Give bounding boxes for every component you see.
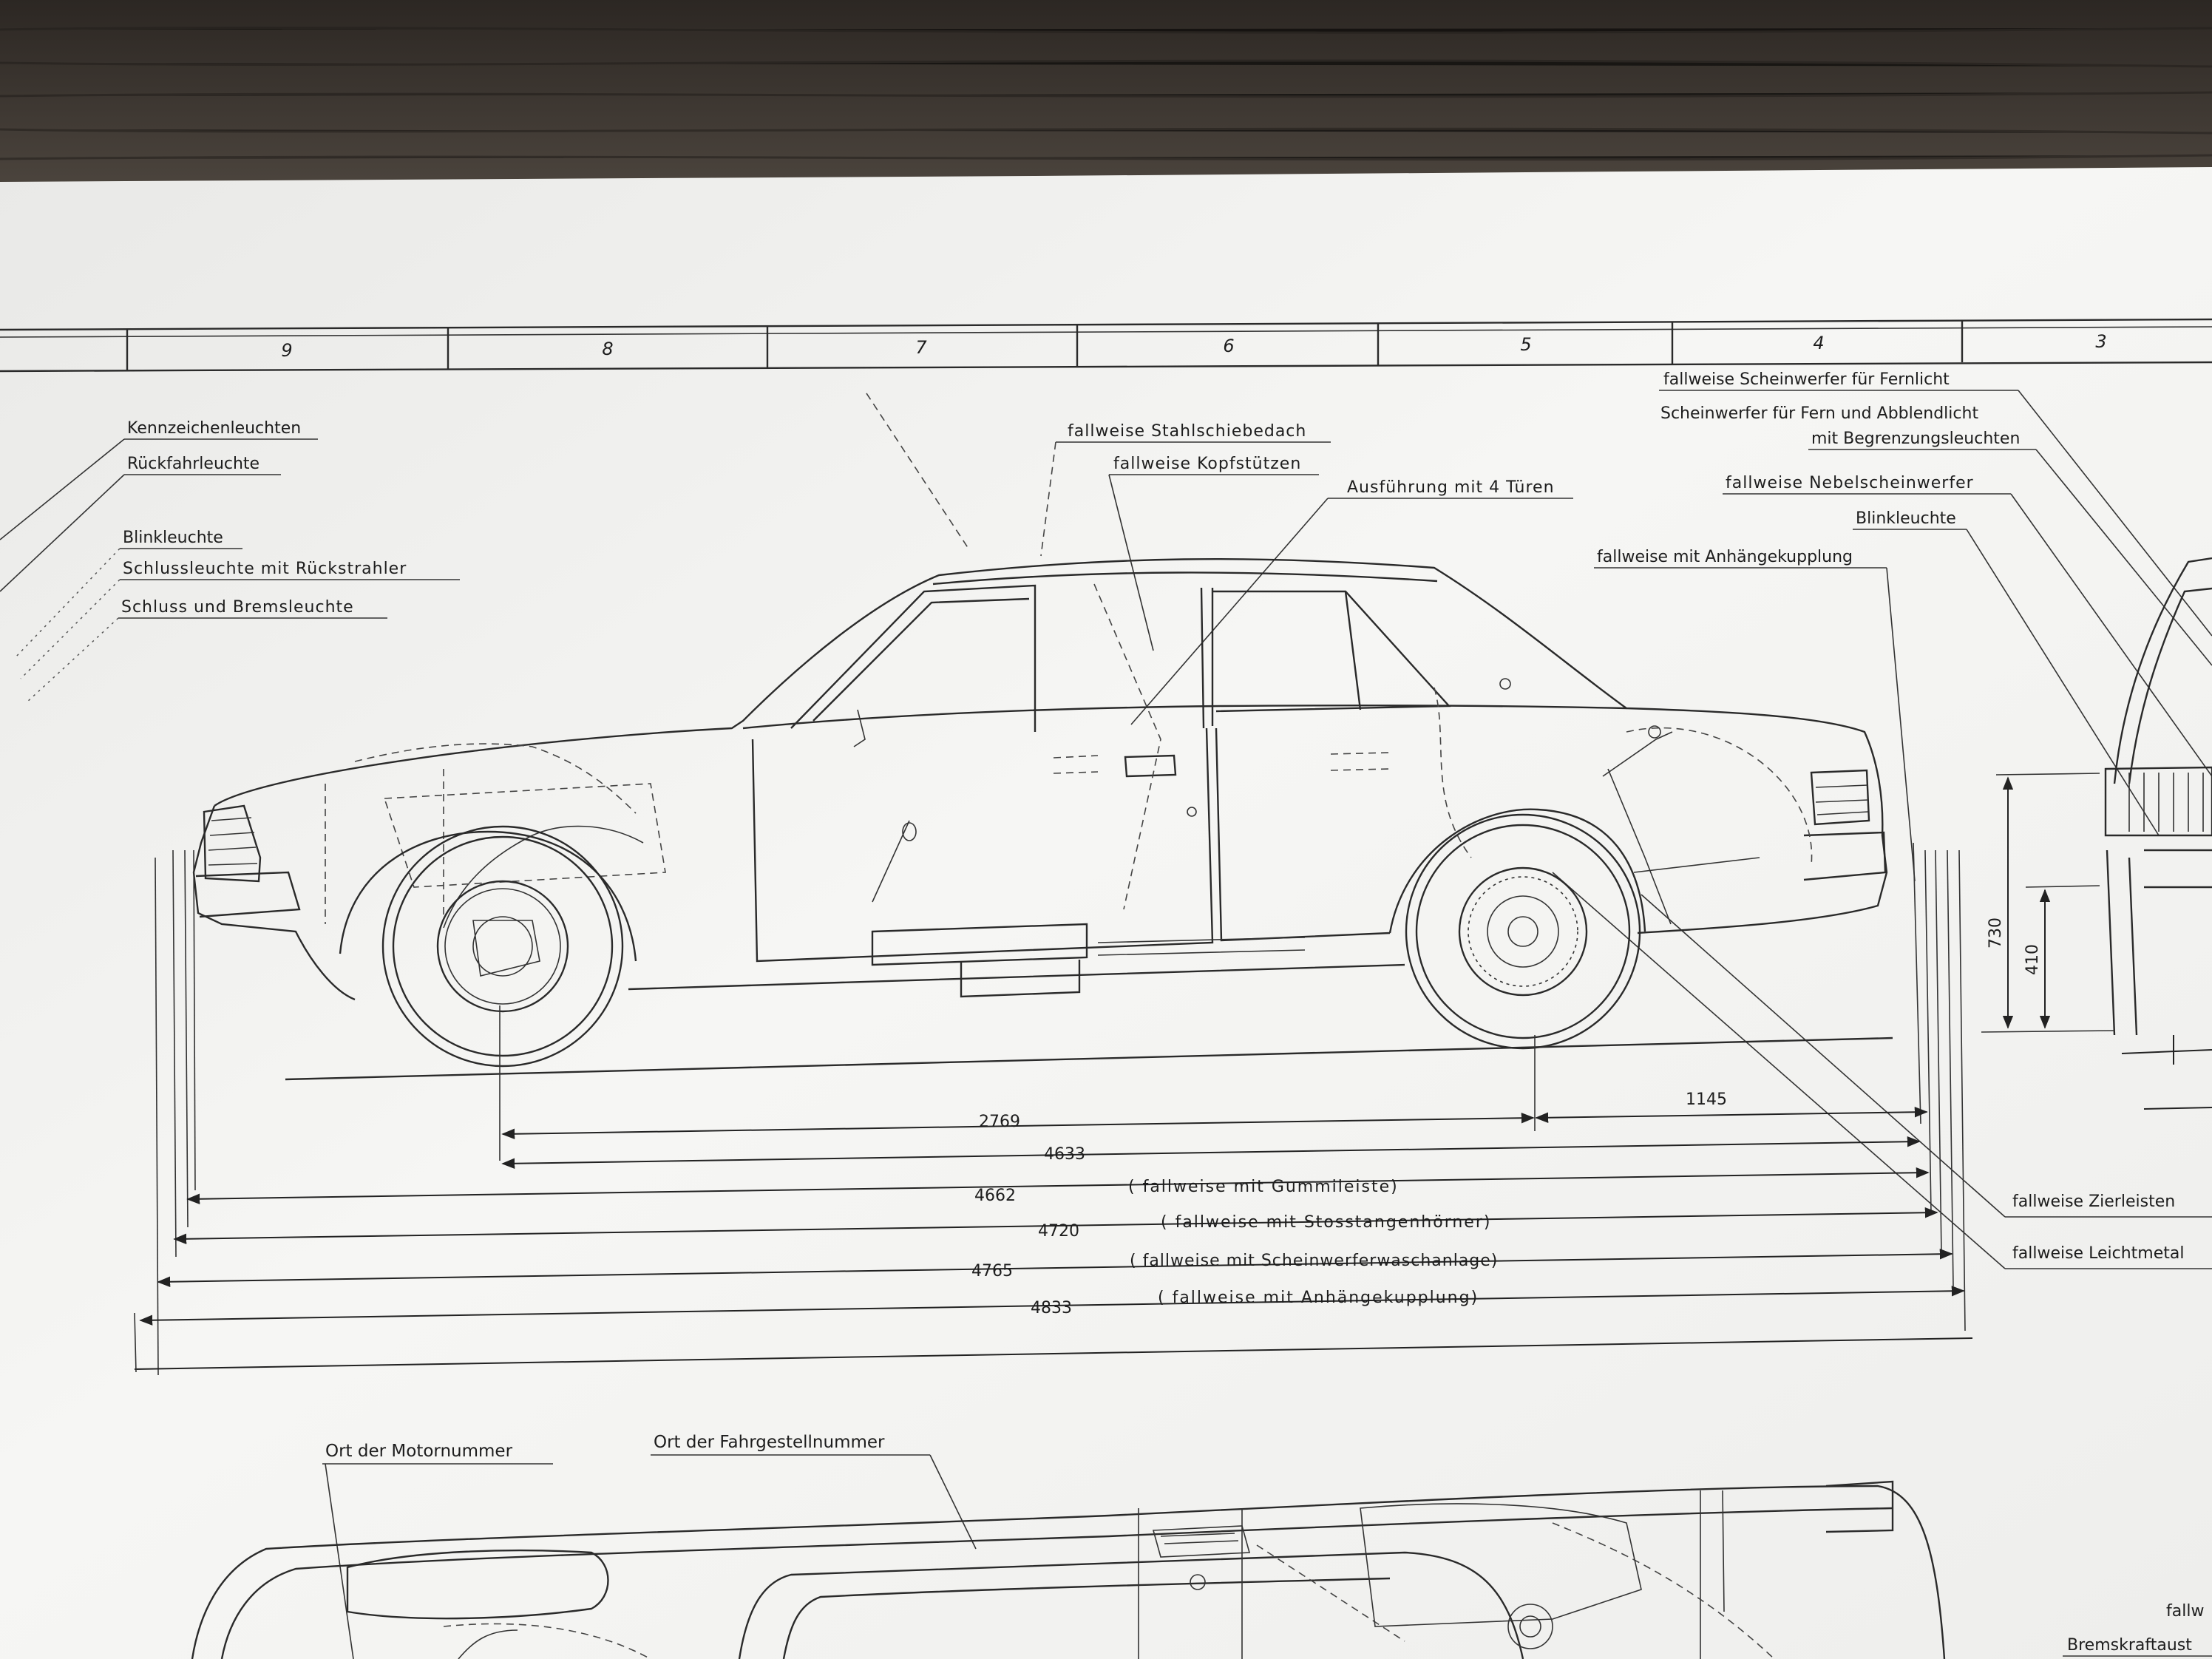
label-anhaengekupplung: fallweise mit Anhängekupplung [1597, 548, 1853, 566]
label-blinkleuchte-front: Blinkleuchte [1856, 509, 1956, 528]
top-labels: fallweise Stahlschiebedach fallweise Kop… [866, 393, 1573, 725]
height-dimensions: 730 410 [1981, 773, 2115, 1033]
grid-strip: 9 8 7 6 5 4 3 [0, 318, 2212, 373]
dim-4833: 4833 [1031, 1299, 1072, 1317]
dim-730: 730 [1987, 917, 2005, 949]
grid-col-6: 6 [1223, 336, 1234, 356]
right-labels: fallweise Scheinwerfer für Fernlicht Sch… [1552, 370, 2212, 1269]
dim-4662-note: ( fallweise mit Gummileiste) [1128, 1178, 1399, 1196]
dim-2769: 2769 [979, 1113, 1020, 1131]
label-zierleisten: fallweise Zierleisten [2012, 1192, 2175, 1211]
label-ausfuehrung-4-tueren: Ausführung mit 4 Türen [1347, 478, 1555, 497]
length-dimensions: 2769 1145 4633 4662 ( fallweise mit Gumm… [134, 842, 1973, 1376]
label-leichtmetall: fallweise Leichtmetal [2012, 1244, 2184, 1263]
label-schlussleuchte: Schlussleuchte mit Rückstrahler [123, 560, 407, 578]
label-fallw: fallw [2166, 1602, 2204, 1621]
lower-drawing: Ort der Motornummer Ort der Fahrgestelln… [191, 1433, 2212, 1659]
wood-grain [0, 27, 2212, 161]
grid-col-5: 5 [1520, 334, 1531, 355]
grid-col-9: 9 [281, 340, 292, 361]
grid-col-4: 4 [1813, 333, 1824, 353]
grid-col-7: 7 [915, 337, 927, 358]
label-fahrgestellnummer: Ort der Fahrgestellnummer [654, 1433, 885, 1452]
car-side-view [192, 557, 1893, 1081]
label-rueckfahrleuchte: Rückfahrleuchte [127, 455, 259, 473]
dim-4765-note: ( fallweise mit Scheinwerferwaschanlage) [1130, 1252, 1498, 1270]
label-scheinwerfer-fern-abblend: Scheinwerfer für Fern und Abblendlicht [1660, 404, 1978, 423]
label-kennzeichenleuchten: Kennzeichenleuchten [127, 419, 301, 438]
dim-1145: 1145 [1686, 1090, 1727, 1109]
left-labels: Kennzeichenleuchten Rückfahrleuchte Blin… [0, 419, 460, 703]
label-motornummer: Ort der Motornummer [325, 1442, 513, 1461]
dim-4765: 4765 [971, 1262, 1013, 1280]
car-front-view [2104, 557, 2212, 1110]
label-blinkleuchte-rear: Blinkleuchte [123, 529, 223, 547]
label-nebelscheinwerfer: fallweise Nebelscheinwerfer [1726, 474, 1974, 492]
label-schluss-bremsleuchte: Schluss und Bremsleuchte [121, 598, 354, 617]
dim-4720-note: ( fallweise mit Stosstangenhörner) [1161, 1213, 1491, 1232]
dim-4833-note: ( fallweise mit Anhängekupplung) [1158, 1289, 1479, 1307]
dim-4720: 4720 [1038, 1222, 1079, 1241]
grid-col-3: 3 [2095, 331, 2106, 352]
grid-col-8: 8 [602, 339, 613, 359]
label-bremskraftaust: Bremskraftaust [2067, 1636, 2192, 1655]
dim-4662: 4662 [974, 1187, 1016, 1205]
label-stahlschiebedach: fallweise Stahlschiebedach [1068, 422, 1306, 441]
label-scheinwerfer-fernlicht: fallweise Scheinwerfer für Fernlicht [1663, 370, 1950, 389]
dim-4633: 4633 [1044, 1145, 1085, 1164]
label-kopfstuetzen: fallweise Kopfstützen [1113, 455, 1301, 473]
dim-410: 410 [2023, 944, 2042, 975]
label-begrenzungsleuchten: mit Begrenzungsleuchten [1811, 430, 2020, 448]
